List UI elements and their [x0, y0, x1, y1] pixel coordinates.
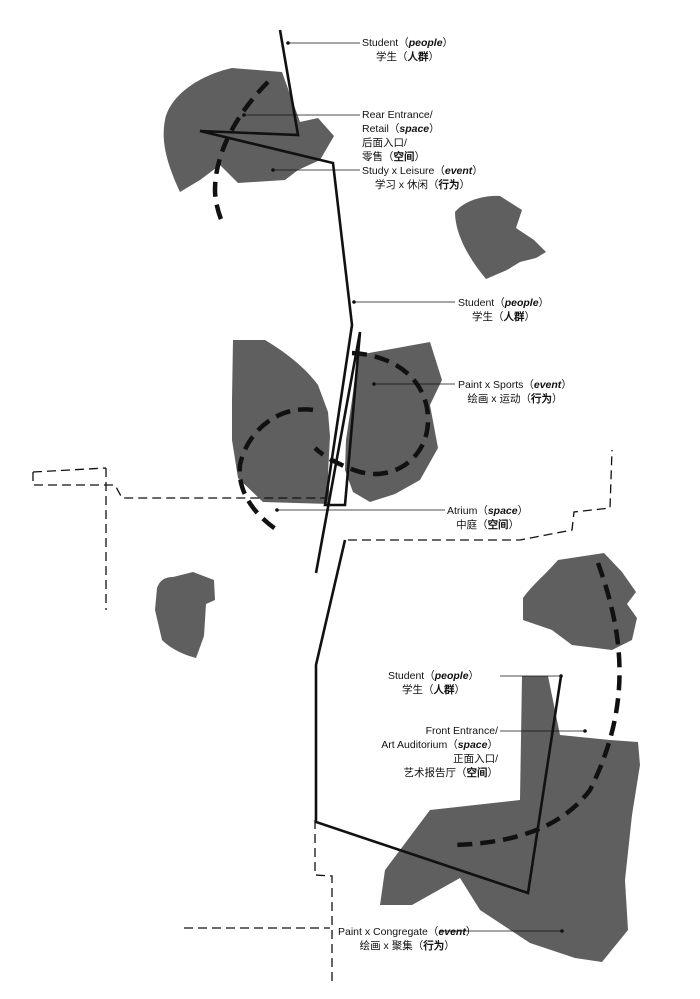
path-student-top — [199, 29, 362, 574]
boundary-left — [32, 472, 325, 499]
leader-lines — [244, 42, 585, 932]
label-rear-entrance: Rear Entrance/ Retail（space） 后面入口/ 零售（空间… — [362, 109, 440, 163]
leader-dots — [242, 41, 587, 933]
arc-bottom-right — [454, 562, 622, 848]
boundary-right — [348, 449, 613, 541]
path-student-lower — [314, 539, 563, 895]
label-student-low: Student（people） 学生（人群） — [388, 670, 480, 696]
people-paths — [199, 29, 563, 895]
boundary-lines — [32, 449, 613, 985]
label-front-entrance: Front Entrance/ Art Auditorium（space） 正面… — [381, 725, 498, 779]
label-atrium: Atrium（space） 中庭（空间） — [447, 505, 529, 531]
arc-middle-left — [237, 407, 314, 532]
shape-top-blob — [163, 68, 334, 192]
shape-right-upper — [455, 195, 546, 279]
label-paint-congregate: Paint x Congregate（event） 绘画 x 聚集（行为） — [338, 926, 477, 952]
shape-right-lower — [523, 553, 637, 650]
shape-bottom-large — [380, 676, 640, 962]
boundary-left-top — [32, 467, 107, 473]
label-paint-sports: Paint x Sports（event） 绘画 x 运动（行为） — [458, 379, 572, 405]
label-student-top: Student（people） 学生（人群） — [362, 37, 454, 63]
shape-middle-left — [232, 340, 330, 504]
label-student-mid: Student（people） 学生（人群） — [458, 297, 550, 323]
space-shapes — [155, 68, 640, 962]
shape-left-small — [155, 572, 215, 658]
label-study-leisure: Study x Leisure（event） 学习 x 休闲（行为） — [362, 165, 483, 191]
shape-middle-right — [345, 342, 442, 502]
arc-top — [212, 80, 270, 223]
boundary-bottom-vertical — [314, 820, 333, 985]
